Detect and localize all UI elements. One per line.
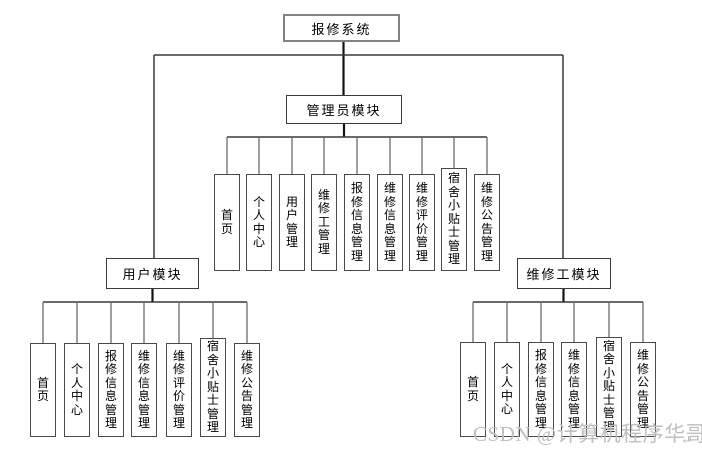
node-label: 宿舍小贴士管理	[447, 171, 460, 267]
node-user-repair-evaluation-management: 维修评价管理	[166, 343, 192, 437]
csdn-watermark: CSDN @计算机程序华哥	[473, 422, 702, 446]
node-label: 维修信息管理	[567, 348, 580, 430]
node-label: 维修工管理	[317, 187, 330, 256]
node-worker-personal-center: 个人中心	[494, 342, 520, 437]
node-label: 个人中心	[252, 194, 265, 249]
node-label: 宿舍小贴士管理	[206, 339, 219, 435]
node-admin-dorm-tips-management: 宿舍小贴士管理	[441, 168, 467, 271]
node-user-personal-center: 个人中心	[64, 343, 90, 437]
node-label: 用户管理	[285, 194, 298, 249]
node-label: 维修公告管理	[480, 181, 493, 263]
node-admin-repair-notice-management: 维修公告管理	[474, 174, 500, 271]
node-admin-personal-center: 个人中心	[246, 174, 272, 271]
node-admin-maintenance-info-management: 维修信息管理	[377, 174, 403, 271]
node-label: 维修信息管理	[383, 181, 396, 263]
node-worker-module: 维修工模块	[517, 258, 611, 289]
node-user-home: 首页	[30, 343, 56, 437]
node-worker-maintenance-info-management: 维修信息管理	[561, 342, 587, 437]
node-user-repair-notice-management: 维修公告管理	[234, 343, 260, 437]
node-label: 维修评价管理	[415, 181, 428, 263]
node-label: 维修工模块	[526, 267, 602, 282]
node-label: 维修公告管理	[636, 348, 649, 430]
node-label: 宿舍小贴士管理	[602, 338, 615, 434]
node-admin-repair-evaluation-management: 维修评价管理	[409, 174, 435, 271]
node-user-module: 用户模块	[106, 258, 199, 289]
node-user-repair-info-management: 报修信息管理	[98, 343, 124, 437]
node-label: 用户模块	[122, 267, 183, 282]
node-admin-worker-management: 维修工管理	[311, 174, 337, 271]
paragraph-return-icon: ↵	[681, 433, 692, 447]
node-label: 维修公告管理	[240, 348, 253, 430]
node-user-dorm-tips-management: 宿舍小贴士管理	[200, 338, 226, 437]
node-worker-repair-info-management: 报修信息管理	[528, 342, 554, 437]
node-admin-user-management: 用户管理	[279, 174, 305, 271]
node-label: 管理员模块	[306, 103, 382, 118]
node-worker-home: 首页	[460, 342, 486, 437]
node-label: 报修信息管理	[350, 181, 363, 263]
node-label: 报修系统	[311, 21, 372, 37]
node-admin-home: 首页	[214, 174, 240, 271]
node-label: 首页	[466, 375, 479, 403]
node-user-maintenance-info-management: 维修信息管理	[131, 343, 157, 437]
node-label: 个人中心	[70, 362, 83, 417]
node-label: 首页	[36, 375, 49, 403]
node-label: 个人中心	[500, 361, 513, 416]
node-admin-module: 管理员模块	[286, 95, 402, 124]
node-label: 维修信息管理	[137, 348, 150, 430]
node-worker-repair-notice-management: 维修公告管理	[630, 342, 656, 437]
node-label: 报修信息管理	[534, 348, 547, 430]
node-label: 维修评价管理	[172, 348, 185, 430]
node-worker-dorm-tips-management: 宿舍小贴士管理	[596, 337, 622, 437]
node-label: 报修信息管理	[104, 348, 117, 430]
node-label: 首页	[220, 208, 233, 236]
node-admin-repair-info-management: 报修信息管理	[344, 174, 370, 271]
node-repair-system: 报修系统	[283, 14, 400, 42]
